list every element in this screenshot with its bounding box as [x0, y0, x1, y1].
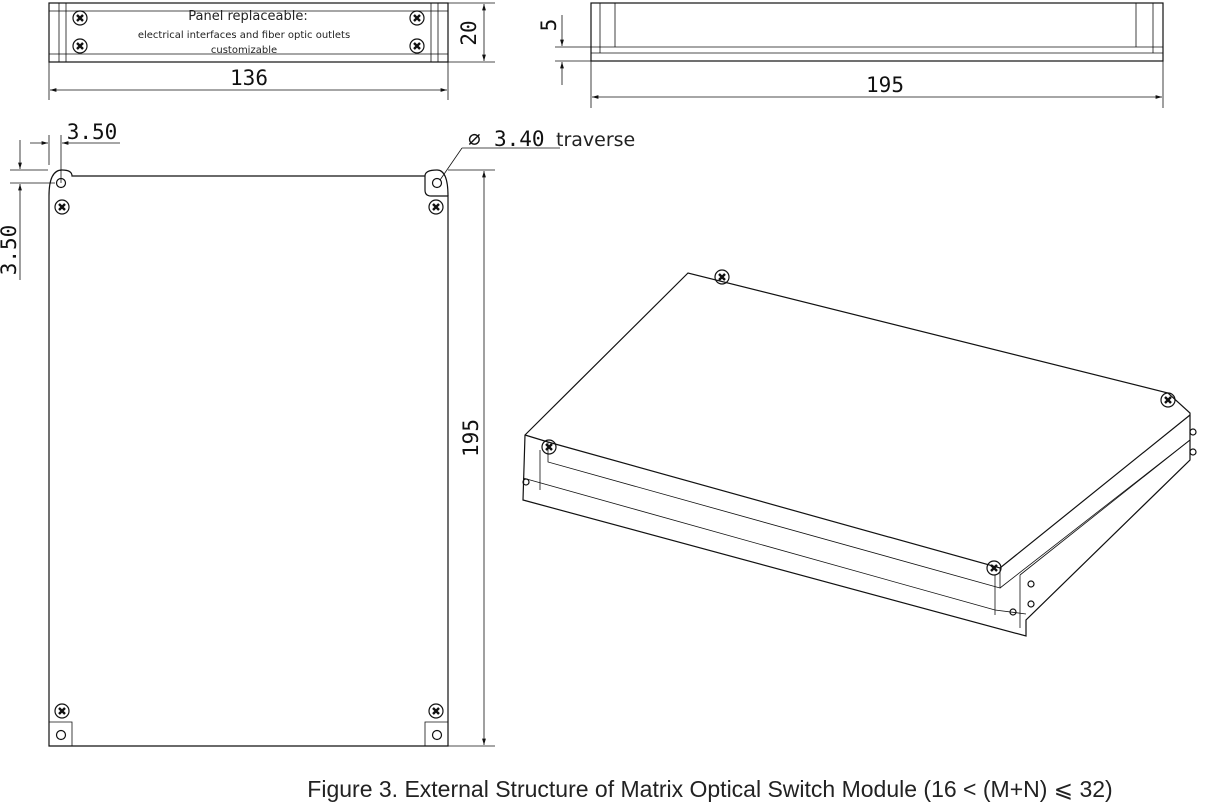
dim-width: 136	[230, 66, 268, 90]
panel-note-1: electrical interfaces and fiber optic ou…	[138, 30, 350, 41]
top-view: 3.50 3.50 ∅ 3.40 traverse 195	[0, 120, 635, 747]
screw-icon	[408, 9, 426, 27]
isometric-view	[522, 268, 1197, 637]
side-view: 5 195	[537, 2, 1164, 108]
screw-icon	[71, 9, 89, 27]
hole-note: traverse	[556, 129, 635, 151]
hole-diameter: 3.40	[494, 127, 545, 151]
panel-note-2: customizable	[211, 45, 277, 56]
front-view: Panel replaceable: electrical interfaces…	[48, 2, 495, 100]
diameter-symbol: ∅	[468, 127, 481, 151]
figure-caption: Figure 3. External Structure of Matrix O…	[307, 776, 1112, 802]
dim-top-length: 195	[459, 419, 483, 457]
dim-offset-y: 3.50	[0, 225, 21, 276]
dim-side-height: 5	[537, 19, 561, 32]
screw-icon	[408, 37, 426, 55]
dim-length: 195	[866, 73, 904, 97]
dim-height: 20	[457, 20, 481, 45]
panel-title: Panel replaceable:	[188, 9, 307, 24]
dim-offset-x: 3.50	[67, 120, 118, 144]
screw-icon	[71, 37, 89, 55]
